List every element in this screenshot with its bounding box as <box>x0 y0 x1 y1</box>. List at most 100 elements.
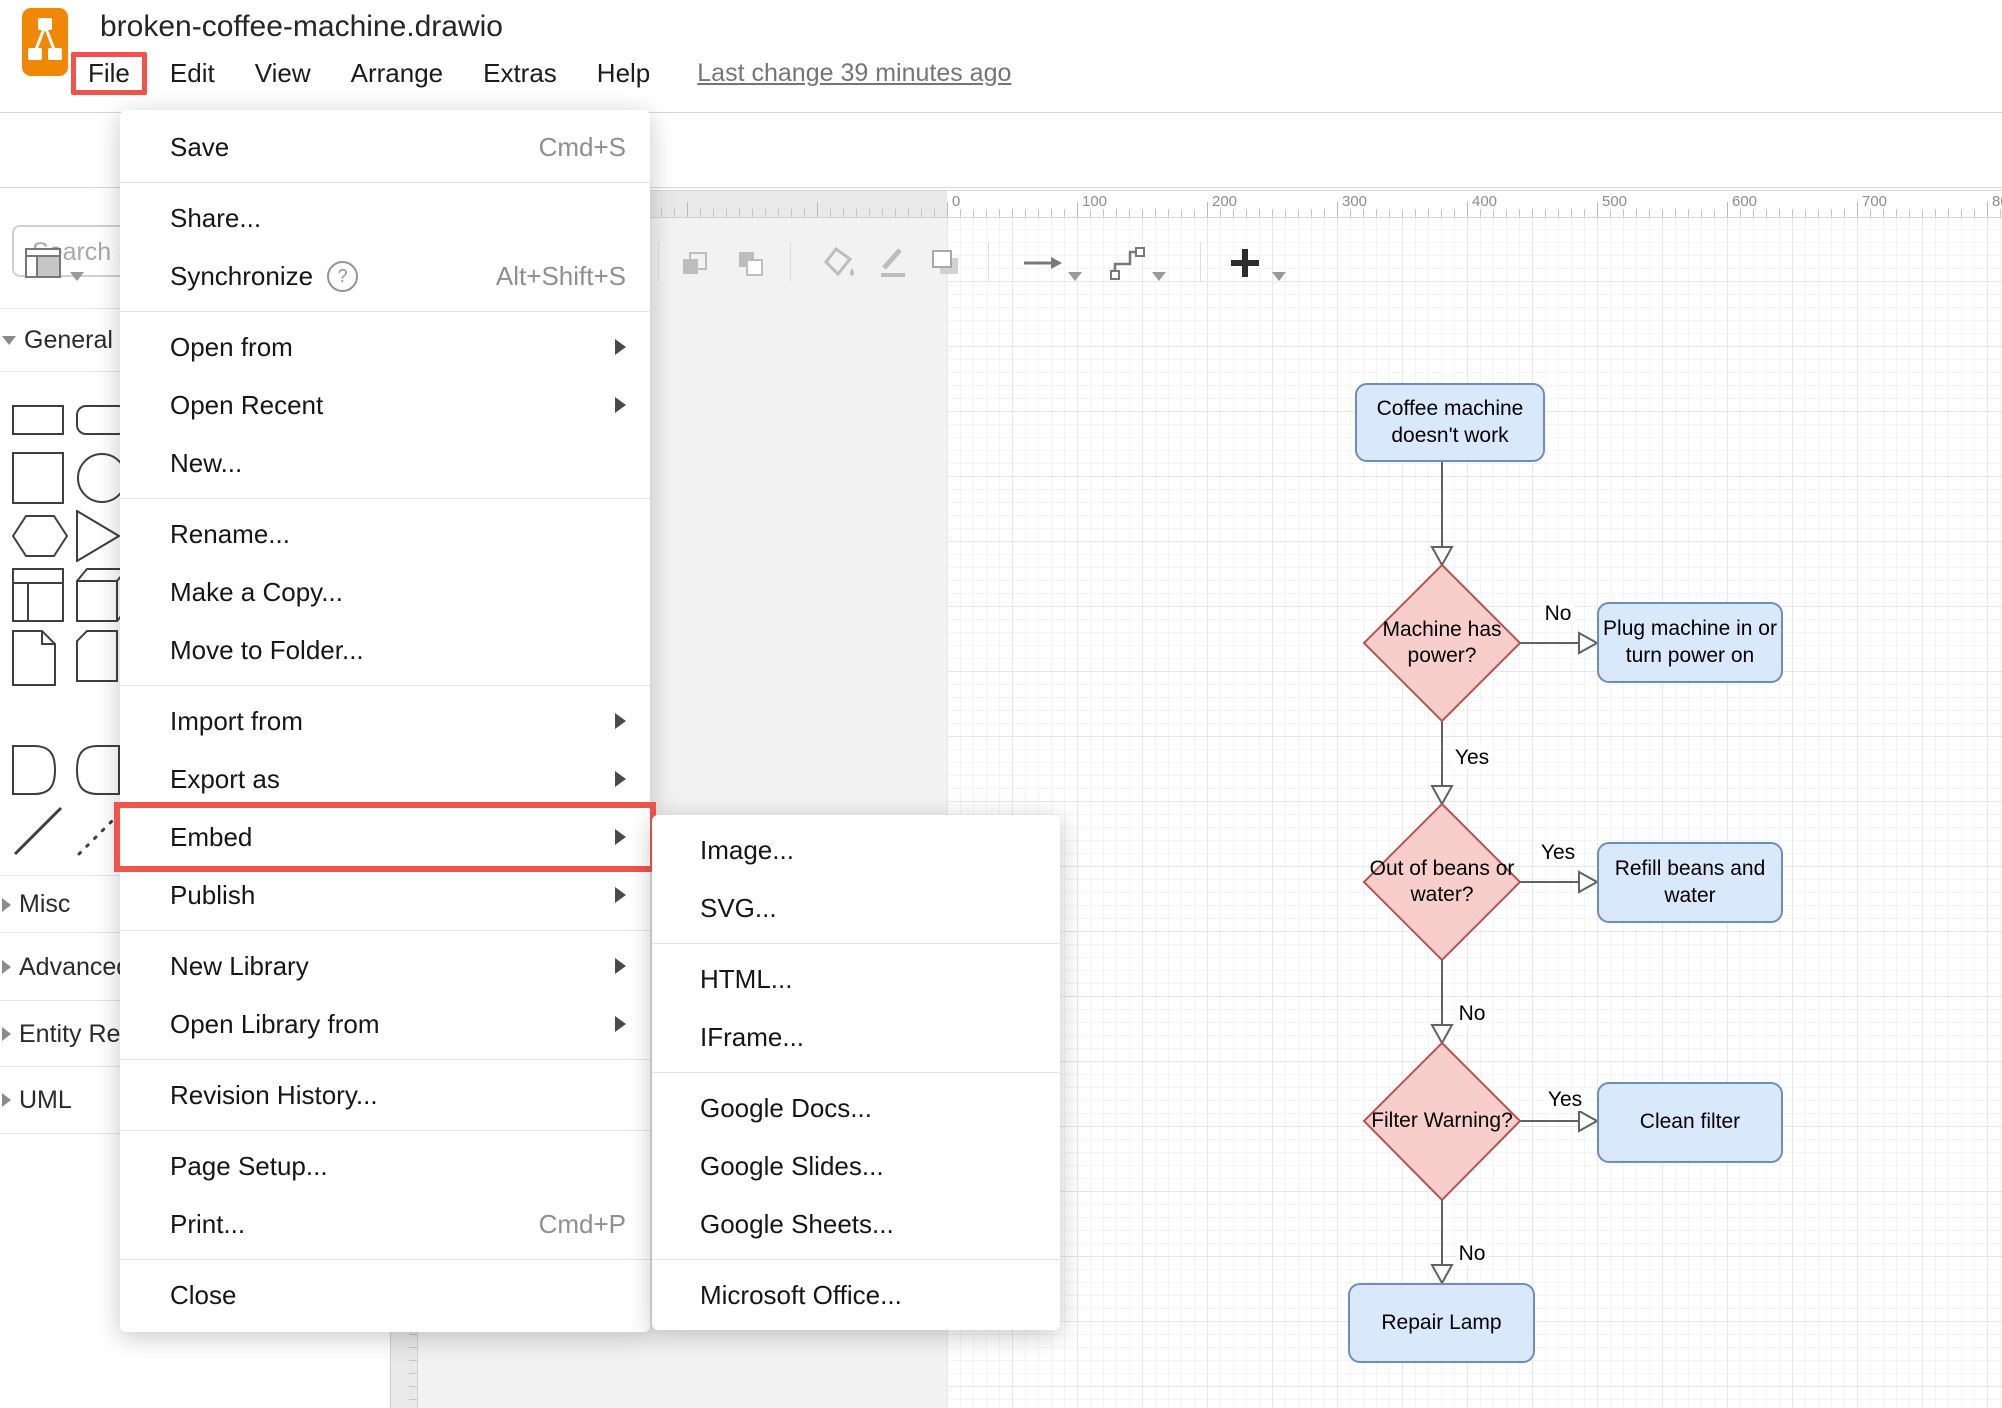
menu-item-open-recent[interactable]: Open Recent <box>120 376 650 434</box>
menu-separator <box>120 685 650 686</box>
submenu-arrow-icon <box>615 958 626 974</box>
submenu-arrow-icon <box>615 397 626 413</box>
ruler-number: 300 <box>1342 193 1368 210</box>
menu-item-print[interactable]: Print... Cmd+P <box>170 1208 626 1239</box>
submenu-item-google-slides[interactable]: Google Slides... <box>700 1150 884 1181</box>
menu-item-page-setup[interactable]: Page Setup... <box>170 1150 328 1181</box>
shape-line-icon[interactable] <box>12 805 64 862</box>
connection-arrow-button[interactable] <box>1022 246 1064 280</box>
menu-item-close[interactable]: Close <box>170 1279 237 1310</box>
shape-internal-storage-icon[interactable] <box>12 568 64 627</box>
submenu-arrow-icon <box>615 339 626 355</box>
submenu-item-iframe[interactable]: IFrame... <box>700 1021 805 1052</box>
shape-rectangle-icon[interactable] <box>12 405 64 440</box>
document-title[interactable]: broken-coffee-machine.drawio <box>100 10 503 43</box>
menu-help[interactable]: Help <box>596 58 651 88</box>
edge-label-no[interactable]: No <box>1528 602 1588 626</box>
menu-arrange[interactable]: Arrange <box>350 58 444 88</box>
shape-delay-icon[interactable] <box>12 745 57 800</box>
insert-caret-icon[interactable] <box>1272 259 1286 293</box>
node-refill-beans-and-water[interactable]: Refill beans and water <box>1597 842 1783 923</box>
ruler-number: 400 <box>1472 193 1498 210</box>
shape-hexagon-icon[interactable] <box>11 515 69 562</box>
drawio-logo-icon <box>22 8 68 81</box>
last-change-link[interactable]: Last change 39 minutes ago <box>697 59 1012 87</box>
node-clean-filter[interactable]: Clean filter <box>1597 1082 1783 1163</box>
node-repair-lamp[interactable]: Repair Lamp <box>1348 1283 1535 1363</box>
ruler-number: 500 <box>1602 193 1628 210</box>
submenu-arrow-icon <box>615 771 626 787</box>
shape-note-icon[interactable] <box>12 630 56 691</box>
menu-item-move-to-folder[interactable]: Move to Folder... <box>170 634 364 665</box>
menu-separator <box>652 943 1060 944</box>
shadow-button[interactable] <box>928 246 964 280</box>
menu-item-embed[interactable]: Embed <box>114 802 656 872</box>
node-out-of-beans-or-water[interactable]: Out of beans or water? <box>1369 856 1515 906</box>
menu-item-new[interactable]: New... <box>170 447 243 478</box>
menubar: File Edit View Arrange Extras Help Last … <box>71 52 1012 95</box>
submenu-arrow-icon <box>615 713 626 729</box>
to-front-button[interactable] <box>678 246 712 280</box>
submenu-item-google-docs[interactable]: Google Docs... <box>700 1092 872 1123</box>
node-plug-machine-in[interactable]: Plug machine in or turn power on <box>1597 602 1783 683</box>
edge-label-no[interactable]: No <box>1442 1002 1502 1026</box>
shape-or-icon[interactable] <box>75 745 120 800</box>
menu-item-open-from[interactable]: Open from <box>120 318 650 376</box>
to-back-button[interactable] <box>733 246 767 280</box>
line-color-button[interactable] <box>876 246 912 280</box>
shape-triangle-icon[interactable] <box>76 509 121 567</box>
menu-separator <box>120 930 650 931</box>
edge-label-no[interactable]: No <box>1442 1242 1502 1266</box>
submenu-item-google-sheets[interactable]: Google Sheets... <box>700 1208 894 1239</box>
submenu-item-svg[interactable]: SVG... <box>700 892 777 923</box>
menu-edit[interactable]: Edit <box>169 58 215 88</box>
flowchart-edges <box>1362 462 1600 1286</box>
help-icon[interactable]: ? <box>327 260 359 292</box>
menu-item-save[interactable]: Save Cmd+S <box>170 131 626 162</box>
shape-square-icon[interactable] <box>12 452 64 509</box>
view-panel-caret-icon[interactable] <box>70 259 84 293</box>
edge-label-yes[interactable]: Yes <box>1442 746 1502 770</box>
menu-item-make-a-copy[interactable]: Make a Copy... <box>170 576 343 607</box>
diagram-canvas[interactable]: Coffee machine doesn't work Machine has … <box>418 216 2002 1408</box>
fill-color-button[interactable] <box>822 246 858 280</box>
menu-separator <box>120 182 650 183</box>
node-machine-has-power[interactable]: Machine has power? <box>1382 617 1502 667</box>
chevron-right-icon <box>2 960 11 974</box>
submenu-item-image[interactable]: Image... <box>700 834 794 865</box>
chevron-right-icon <box>2 1027 11 1041</box>
menu-extras[interactable]: Extras <box>483 58 557 88</box>
waypoints-button[interactable] <box>1108 246 1148 280</box>
menu-separator <box>120 498 650 499</box>
edge-label-yes[interactable]: Yes <box>1535 1088 1595 1112</box>
menu-separator <box>120 1059 650 1060</box>
menu-item-share[interactable]: Share... <box>170 202 262 233</box>
menu-item-synchronize[interactable]: Synchronize ? Alt+Shift+S <box>170 260 626 292</box>
connection-caret-icon[interactable] <box>1068 259 1082 293</box>
submenu-item-html[interactable]: HTML... <box>700 963 793 994</box>
menu-separator <box>652 1259 1060 1260</box>
ruler-number: 700 <box>1862 193 1888 210</box>
menu-item-export-as[interactable]: Export as <box>120 750 650 808</box>
shape-dashed-line-icon[interactable] <box>76 805 128 862</box>
shape-card-icon[interactable] <box>76 630 118 687</box>
ruler-number: 600 <box>1732 193 1758 210</box>
menu-view[interactable]: View <box>254 58 311 88</box>
submenu-item-microsoft-office[interactable]: Microsoft Office... <box>700 1279 902 1310</box>
menu-item-import-from[interactable]: Import from <box>120 692 650 750</box>
menu-file[interactable]: File <box>71 52 147 95</box>
ruler-number: 800 <box>1992 193 2002 210</box>
menu-item-new-library[interactable]: New Library <box>120 937 650 995</box>
insert-plus-button[interactable] <box>1228 246 1262 280</box>
menu-item-rename[interactable]: Rename... <box>170 518 290 549</box>
menu-item-open-library-from[interactable]: Open Library from <box>120 995 650 1053</box>
node-coffee-machine-doesnt-work[interactable]: Coffee machine doesn't work <box>1355 383 1545 462</box>
page-grid <box>947 216 2002 1408</box>
menu-item-publish[interactable]: Publish <box>120 866 650 924</box>
node-filter-warning[interactable]: Filter Warning? <box>1371 1108 1513 1132</box>
edge-label-yes[interactable]: Yes <box>1528 841 1588 865</box>
menu-separator <box>120 1130 650 1131</box>
menu-item-revision-history[interactable]: Revision History... <box>170 1079 378 1110</box>
view-panel-button[interactable] <box>24 246 64 280</box>
waypoints-caret-icon[interactable] <box>1152 259 1166 293</box>
